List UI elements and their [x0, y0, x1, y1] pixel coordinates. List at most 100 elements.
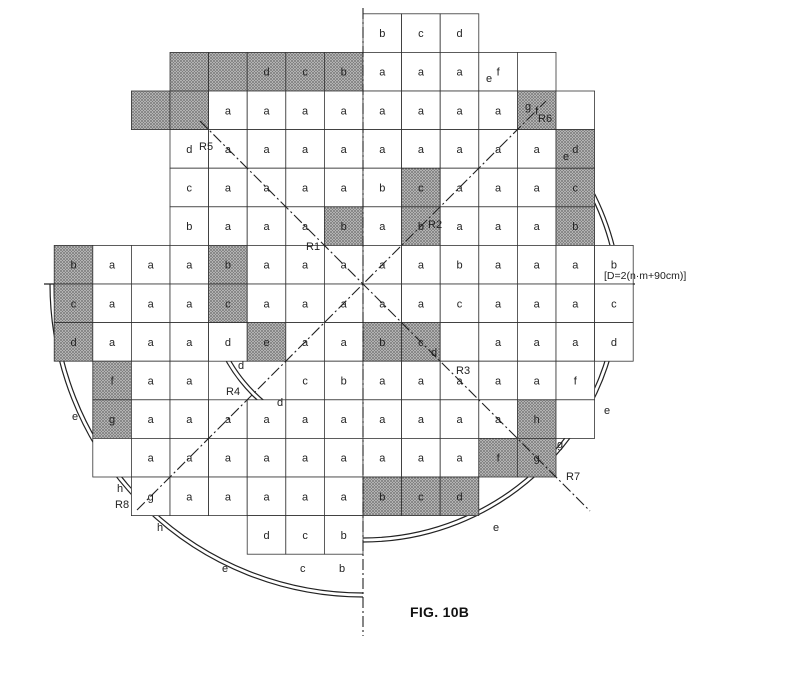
tile-label: a: [186, 337, 193, 349]
tile-label: b: [456, 260, 462, 272]
edge-letter-e6: e: [222, 563, 228, 575]
tile-label: d: [186, 144, 192, 156]
tile-label: a: [225, 105, 232, 117]
tile-label: c: [457, 298, 463, 310]
tile-label: a: [148, 453, 155, 465]
tile-label: c: [225, 298, 231, 310]
tile-label: a: [418, 260, 425, 272]
tile-label: b: [341, 530, 347, 542]
tile-label: e: [263, 337, 269, 349]
tile-label: a: [263, 105, 270, 117]
tile-label: a: [341, 144, 348, 156]
tile: [440, 323, 479, 362]
tile-label: a: [302, 491, 309, 503]
tile-label: a: [263, 144, 270, 156]
tile: [556, 91, 595, 130]
tile-label: a: [456, 453, 463, 465]
tile-label: a: [148, 337, 155, 349]
tile-label: a: [302, 183, 309, 195]
tile-label: a: [495, 298, 502, 310]
tile-label: a: [302, 260, 309, 272]
edge-letter-e3: e: [604, 405, 610, 417]
tile-label: a: [302, 144, 309, 156]
tile-label: d: [70, 337, 76, 349]
tile-label: a: [379, 298, 386, 310]
tile-label: a: [186, 298, 193, 310]
edge-letter-e5: e: [72, 411, 78, 423]
tile-label: d: [611, 337, 617, 349]
tile-label: a: [495, 105, 502, 117]
edge-letter-e2: e: [563, 151, 569, 163]
tile-label: a: [341, 491, 348, 503]
tile-label: a: [495, 183, 502, 195]
tile-label: b: [379, 183, 385, 195]
tile-label: b: [186, 221, 192, 233]
tile-label: b: [379, 491, 385, 503]
tile-label: a: [341, 183, 348, 195]
tile-label: a: [109, 337, 116, 349]
edge-letter-g2: g: [557, 439, 563, 451]
tile: [209, 52, 248, 91]
tile-label: a: [341, 414, 348, 426]
tile-label: c: [187, 183, 193, 195]
tile-label: a: [456, 144, 463, 156]
tile-label: a: [534, 337, 541, 349]
tile-label: d: [456, 491, 462, 503]
tile-label: c: [302, 530, 308, 542]
tile-label: a: [263, 298, 270, 310]
diameter-formula: [D=2(n·m+90cm)]: [604, 270, 686, 282]
tile-label: a: [495, 337, 502, 349]
tile-label: b: [225, 260, 231, 272]
tile-label: a: [148, 376, 155, 388]
tile-label: a: [225, 414, 232, 426]
tile-label: a: [534, 183, 541, 195]
tile-label: a: [456, 67, 463, 79]
tile-label: c: [418, 28, 424, 40]
tile: [517, 52, 556, 91]
tile-label: c: [573, 183, 579, 195]
tile-label: a: [302, 298, 309, 310]
tile-label: a: [225, 491, 232, 503]
tile-label: g: [534, 453, 540, 465]
tile-label: b: [418, 221, 424, 233]
radius-label-r8: R8: [115, 499, 129, 511]
tile-label: a: [456, 105, 463, 117]
edge-letter-e4: e: [493, 522, 499, 534]
tile-label: a: [495, 376, 502, 388]
tile-label: h: [534, 414, 540, 426]
radius-label-r2: R2: [428, 219, 442, 231]
tile-label: a: [109, 298, 116, 310]
tile-label: c: [611, 298, 617, 310]
tile-label: a: [341, 105, 348, 117]
tile-label: a: [186, 376, 193, 388]
tile-label: d: [263, 530, 269, 542]
tile-label: a: [302, 221, 309, 233]
tile-label: g: [109, 414, 115, 426]
tile-label: a: [379, 414, 386, 426]
tile: [170, 52, 209, 91]
tile-label: a: [534, 376, 541, 388]
radius-label-r4: R4: [226, 386, 240, 398]
tile-label: a: [418, 144, 425, 156]
tile-label: a: [341, 337, 348, 349]
tile-label: a: [263, 221, 270, 233]
tile-label: a: [379, 453, 386, 465]
tile-label: c: [71, 298, 77, 310]
edge-letter-g1: g: [525, 101, 531, 113]
tile-label: a: [186, 491, 193, 503]
tile-label: d: [225, 337, 231, 349]
tile-label: c: [302, 67, 308, 79]
tile-label: b: [341, 67, 347, 79]
tile: [556, 400, 595, 439]
edge-letter-d3: d: [431, 347, 437, 359]
tile-label: a: [456, 221, 463, 233]
tile-label: a: [225, 453, 232, 465]
tile-label: a: [263, 414, 270, 426]
radius-label-r6: R6: [538, 113, 552, 125]
tile: [131, 91, 170, 130]
tile-label: a: [534, 298, 541, 310]
tile-label: a: [225, 221, 232, 233]
tile-label: a: [495, 260, 502, 272]
tile-label: a: [379, 105, 386, 117]
